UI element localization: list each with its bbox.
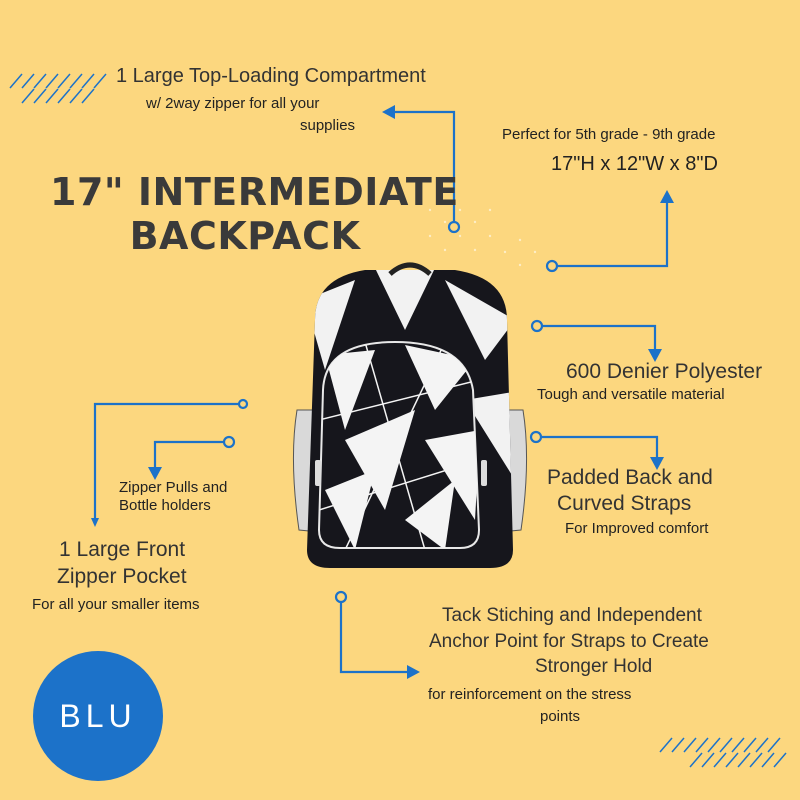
feature-front-pocket-sub: For all your smaller items [32, 596, 200, 613]
feature-front-pocket-line1: 1 Large Front [59, 538, 186, 561]
feature-material-sub: Tough and versatile material [537, 386, 725, 403]
feature-dimensions: 17"H x 12"W x 8"D [551, 153, 718, 175]
feature-top-compartment-sub2: supplies [300, 117, 356, 134]
feature-stitching-sub1: for reinforcement on the stress [428, 686, 632, 703]
feature-stitching-sub2: points [540, 708, 581, 725]
feature-padded-sub: For Improved comfort [565, 520, 709, 537]
feature-stitching-line3: Stronger Hold [535, 656, 653, 677]
feature-zipper-pulls-line1: Zipper Pulls and [119, 479, 228, 496]
brand-logo-text: BLU [59, 697, 137, 734]
feature-material-heading: 600 Denier Polyester [566, 360, 763, 383]
feature-padded-line2: Curved Straps [557, 492, 692, 515]
feature-top-compartment-sub1: w/ 2way zipper for all your [146, 95, 320, 112]
feature-padded-line1: Padded Back and [547, 466, 713, 489]
feature-grade: Perfect for 5th grade - 9th grade [502, 126, 716, 143]
feature-zipper-pulls-line2: Bottle holders [119, 497, 211, 514]
feature-stitching-line1: Tack Stiching and Independent [442, 605, 702, 626]
page-title: 17" INTERMEDIATE BACKPACK [50, 170, 459, 258]
feature-front-pocket-line2: Zipper Pocket [57, 565, 187, 588]
title-line-2: BACKPACK [129, 214, 361, 258]
brand-logo: BLU [33, 651, 163, 781]
feature-stitching-line2: Anchor Point for Straps to Create [429, 631, 709, 652]
title-line-1: 17" INTERMEDIATE [50, 170, 459, 214]
feature-top-compartment-heading: 1 Large Top-Loading Compartment [116, 65, 426, 87]
backpack-image [292, 262, 528, 568]
